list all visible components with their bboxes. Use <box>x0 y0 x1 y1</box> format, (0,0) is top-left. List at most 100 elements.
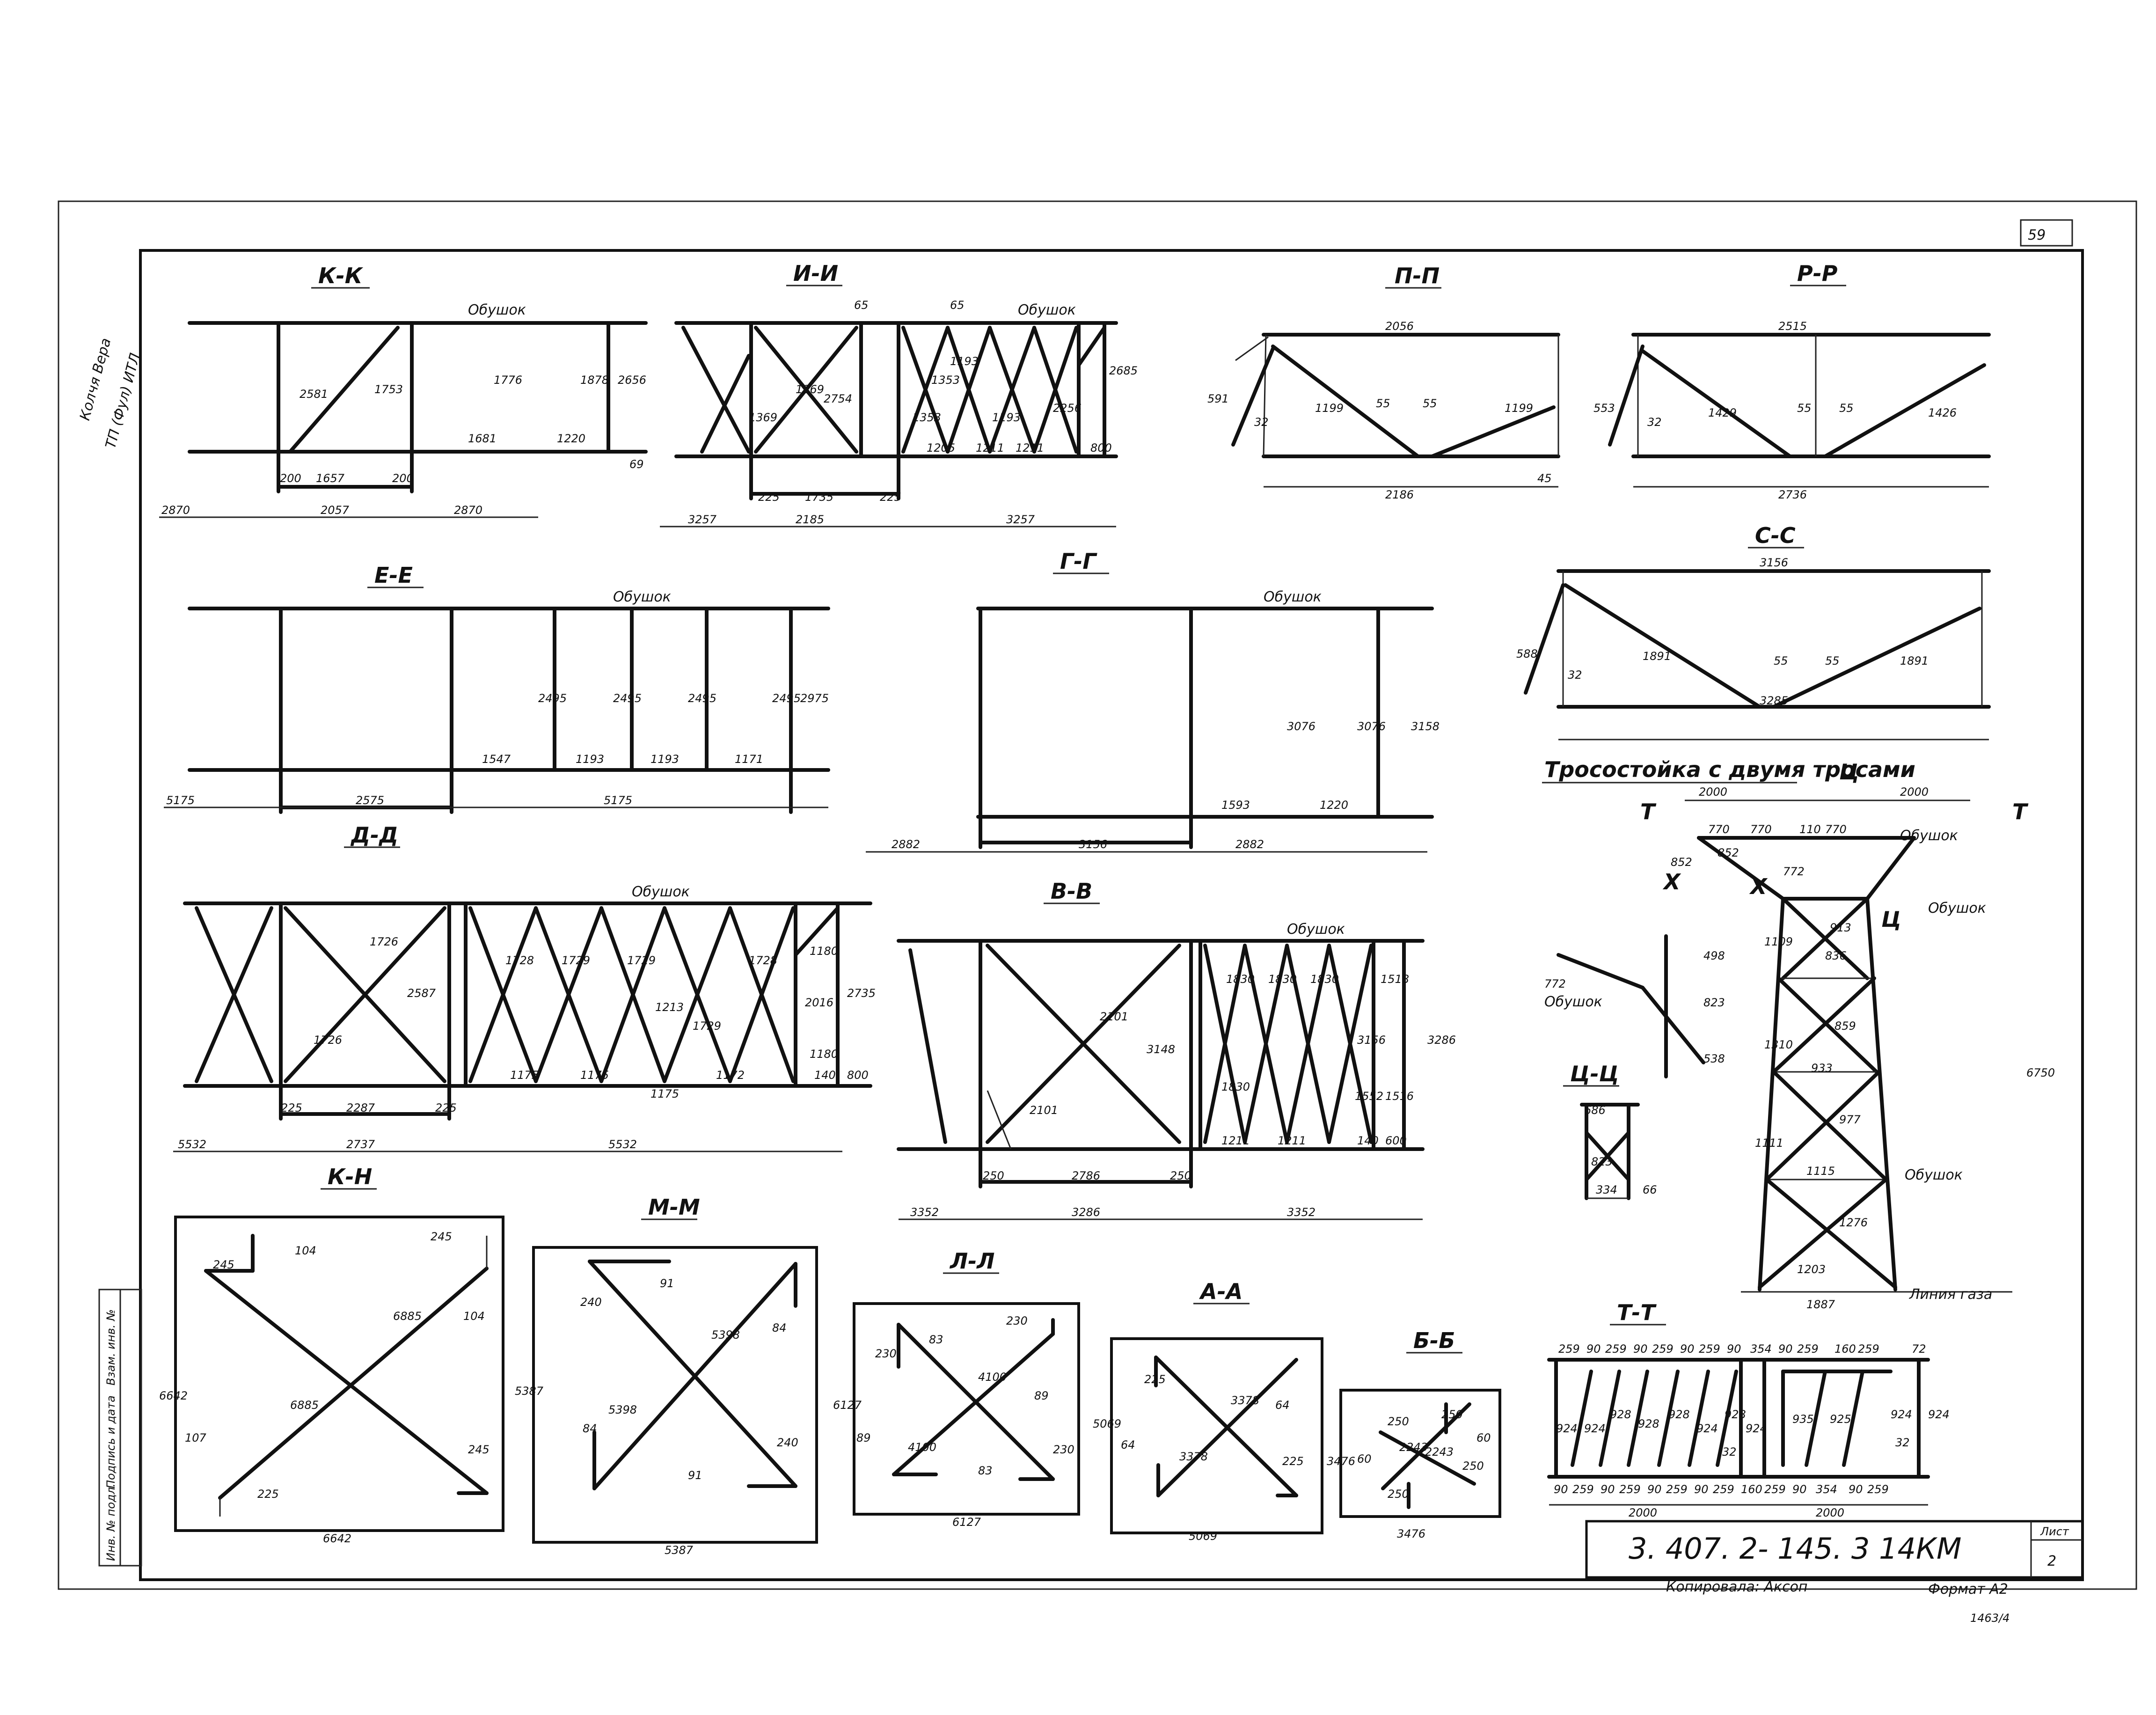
svg-text:90: 90 <box>1727 1342 1741 1356</box>
section-dd: Д-Д Обушок 1726 1726 2587 1728 1729 1729… <box>173 822 876 1152</box>
svg-text:2515: 2515 <box>1778 320 1807 333</box>
svg-text:859: 859 <box>1834 1019 1856 1033</box>
svg-text:1193: 1193 <box>992 411 1021 424</box>
svg-text:230: 230 <box>1006 1314 1028 1327</box>
svg-text:Обушок: Обушок <box>613 589 671 605</box>
svg-text:924: 924 <box>1928 1408 1950 1421</box>
svg-text:1518: 1518 <box>1381 973 1409 986</box>
svg-text:928: 928 <box>1610 1408 1631 1421</box>
svg-text:6642: 6642 <box>323 1532 351 1545</box>
svg-text:3476: 3476 <box>1327 1455 1355 1468</box>
svg-text:2870: 2870 <box>161 504 190 517</box>
svg-text:83: 83 <box>929 1333 943 1346</box>
svg-text:1193: 1193 <box>650 753 679 766</box>
svg-text:66: 66 <box>1643 1183 1657 1196</box>
svg-text:600: 600 <box>1385 1134 1407 1147</box>
svg-text:М-М: М-М <box>648 1195 700 1220</box>
svg-text:5069: 5069 <box>1189 1530 1217 1543</box>
svg-text:2870: 2870 <box>454 504 482 517</box>
svg-text:5387: 5387 <box>665 1544 694 1557</box>
svg-text:1830: 1830 <box>1221 1080 1250 1093</box>
svg-text:591: 591 <box>1207 392 1229 405</box>
section-ii: И-И Обушок 1369 1369 1353 1353 1193 1193… <box>660 261 1138 528</box>
svg-text:928: 928 <box>1668 1408 1690 1421</box>
side-stamp-line-1: Колчя Вера <box>77 337 115 423</box>
svg-text:852: 852 <box>1671 856 1692 869</box>
section-ll: Л-Л 4100 4100 230 230 230 89 89 83 83 61… <box>833 1248 1080 1529</box>
svg-text:Ц-Ц: Ц-Ц <box>1570 1061 1619 1086</box>
svg-text:1593: 1593 <box>1221 799 1250 812</box>
svg-text:1175: 1175 <box>650 1087 679 1100</box>
svg-text:2000: 2000 <box>1699 785 1727 799</box>
svg-text:225: 225 <box>1282 1455 1304 1468</box>
svg-text:Обушок: Обушок <box>468 302 526 318</box>
svg-text:64: 64 <box>1121 1438 1135 1451</box>
list-number: 2 <box>2047 1553 2056 1569</box>
svg-text:225: 225 <box>435 1101 457 1114</box>
svg-text:770: 770 <box>1750 823 1772 836</box>
list-label: Лист <box>2040 1525 2069 1538</box>
svg-text:69: 69 <box>629 458 644 471</box>
svg-text:55: 55 <box>1839 402 1854 415</box>
svg-text:Х: Х <box>1662 869 1681 894</box>
svg-text:Обушок: Обушок <box>1928 900 1986 916</box>
svg-text:2656: 2656 <box>618 374 646 387</box>
svg-text:259: 259 <box>1713 1483 1734 1496</box>
section-vv: В-В Обушок 2101 2101 3148 1830 1830 1830… <box>897 879 1456 1220</box>
svg-text:334: 334 <box>1596 1183 1617 1196</box>
svg-text:Л-Л: Л-Л <box>949 1248 995 1274</box>
svg-text:1111: 1111 <box>1755 1136 1783 1150</box>
svg-text:4100: 4100 <box>978 1371 1007 1384</box>
svg-text:60: 60 <box>1476 1431 1491 1444</box>
svg-text:60: 60 <box>1357 1452 1372 1466</box>
svg-text:55: 55 <box>1825 654 1840 667</box>
svg-text:2495: 2495 <box>772 692 801 705</box>
svg-text:Ц: Ц <box>1881 907 1901 932</box>
svg-text:1878: 1878 <box>580 374 609 387</box>
svg-text:498: 498 <box>1703 949 1725 962</box>
svg-text:90: 90 <box>1633 1342 1648 1356</box>
svg-text:2581: 2581 <box>300 388 328 401</box>
svg-text:1213: 1213 <box>655 1001 684 1014</box>
svg-text:1887: 1887 <box>1806 1298 1835 1311</box>
format-label: Формат А2 <box>1928 1581 2008 1598</box>
tt-top-dims: 259 90 259 90 259 90 259 90 354 90 259 1… <box>1558 1342 1926 1356</box>
svg-text:2882: 2882 <box>892 838 920 851</box>
svg-text:1657: 1657 <box>316 472 345 485</box>
svg-text:3285: 3285 <box>1760 694 1788 707</box>
svg-text:1429: 1429 <box>1708 406 1737 419</box>
svg-text:259: 259 <box>1605 1342 1627 1356</box>
svg-text:354: 354 <box>1816 1483 1837 1496</box>
svg-text:1353: 1353 <box>913 411 941 424</box>
svg-text:259: 259 <box>1858 1342 1879 1356</box>
svg-text:250: 250 <box>1441 1408 1463 1421</box>
svg-text:91: 91 <box>688 1469 702 1482</box>
svg-text:5175: 5175 <box>166 794 195 807</box>
svg-text:3156: 3156 <box>1357 1033 1386 1047</box>
svg-text:2736: 2736 <box>1778 488 1807 501</box>
svg-text:90: 90 <box>1554 1483 1568 1496</box>
section-ee: Е-Е Обушок 2495 2495 2495 2495 2975 1547… <box>164 563 830 814</box>
svg-text:933: 933 <box>1811 1062 1833 1075</box>
svg-text:90: 90 <box>1680 1342 1695 1356</box>
svg-text:354: 354 <box>1750 1342 1772 1356</box>
svg-text:160: 160 <box>1741 1483 1762 1496</box>
svg-text:Ц: Ц <box>1839 759 1859 784</box>
svg-text:Обушок: Обушок <box>1900 828 1958 844</box>
svg-text:2495: 2495 <box>538 692 567 705</box>
svg-text:924: 924 <box>1746 1422 1767 1435</box>
svg-text:977: 977 <box>1839 1113 1861 1126</box>
svg-text:Х: Х <box>1749 874 1768 899</box>
doc-code: 3. 407. 2- 145. 3 14КМ <box>1629 1532 1961 1566</box>
svg-text:1369: 1369 <box>796 383 824 396</box>
section-tt: Т-Т 259 90 259 90 259 90 259 90 354 90 <box>1547 1300 1950 1519</box>
svg-text:104: 104 <box>295 1244 316 1257</box>
svg-text:5175: 5175 <box>604 794 632 807</box>
svg-text:259: 259 <box>1666 1483 1688 1496</box>
svg-text:250: 250 <box>1388 1488 1409 1501</box>
svg-text:772: 772 <box>1544 977 1566 990</box>
svg-text:1830: 1830 <box>1268 973 1297 986</box>
copied-by: Копировала: Аксоп <box>1666 1579 1808 1595</box>
svg-text:2016: 2016 <box>805 996 833 1009</box>
